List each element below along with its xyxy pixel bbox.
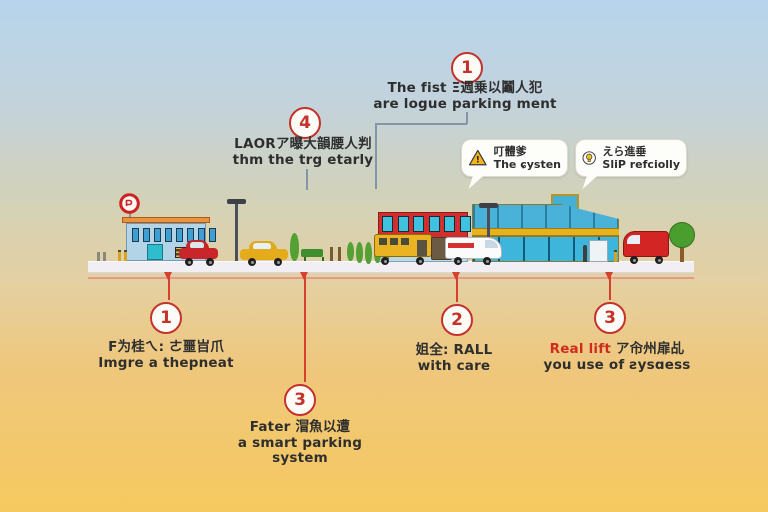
car-yellow [240, 241, 288, 266]
bollard-dark [583, 245, 587, 262]
callout-circle-3-right: 3 [594, 302, 626, 334]
bollard [118, 250, 121, 261]
bubble-tip: えら進垂 SliP refciolly [575, 139, 687, 177]
callout-line: thm the trg etarly [232, 151, 374, 168]
building-shop-roof [122, 217, 210, 223]
callout-circle-1-top: 1 [451, 52, 483, 84]
road-underline [88, 277, 694, 279]
car-red [179, 240, 218, 266]
callout-circle-3-bottom: 3 [284, 384, 316, 416]
bubble-tip-text: えら進垂 SliP refciolly [602, 145, 680, 172]
building-shop [122, 217, 216, 261]
lightbulb-icon [582, 151, 596, 165]
warning-triangle-icon: ! [468, 149, 487, 166]
callout-text-bottom2: 姐全: RALL with care [415, 342, 493, 374]
callout-line-red: Real lift [549, 341, 611, 357]
callout-number: 4 [299, 113, 311, 133]
bubble-warning-text: 叮體爹 The ɕysten [494, 145, 561, 172]
building-shop-door [147, 244, 163, 260]
callout-line: are logue parking ment [373, 95, 557, 112]
callout-text-right3: Real lift ア㠳州扉乩 you use of ƨysɑess [543, 341, 691, 373]
building-shop-windows [132, 228, 216, 242]
building-glass-door [589, 240, 608, 262]
building-glass-band [472, 228, 619, 236]
connector-top1-stub [466, 112, 468, 124]
bubble-warning: ! 叮體爹 The ɕysten [461, 139, 568, 177]
callout-number: 2 [451, 310, 463, 330]
callout-line: Imgre a thepneat [98, 354, 234, 371]
connector-drop2 [456, 272, 458, 302]
connector-drop3r [609, 272, 611, 300]
connector-top1-vertical [375, 123, 377, 189]
street-post [338, 247, 341, 261]
callout-text-mid4: LAORア曝大韻腰人判 thm the trg etarly [232, 136, 374, 168]
bollard [97, 252, 100, 261]
tree-cypress-icon [290, 233, 299, 261]
connector-drop3 [304, 272, 306, 382]
bubble-line: The ɕysten [493, 158, 561, 171]
building-red-windows [382, 216, 471, 232]
bubble-line: SliP refciolly [602, 158, 680, 171]
van-red [623, 231, 669, 265]
van-white [445, 237, 502, 266]
bubble-line: 叮體爹 [493, 144, 527, 158]
bollard [103, 252, 106, 261]
connector-top1-horizontal [375, 123, 467, 125]
callout-circle-2: 2 [441, 304, 473, 336]
bench [301, 249, 324, 261]
callout-line: F为桂ㄟ: ㄜ噩㞱爪 [108, 339, 224, 355]
callout-line: system [272, 450, 328, 466]
callout-line: The fiѕt Ξ週乗以鬮人犯 [387, 80, 543, 96]
street-post [330, 247, 333, 261]
callout-line-rest: ア㠳州扉乩 [610, 341, 685, 357]
bollard [614, 250, 617, 262]
connector-drop1 [168, 272, 170, 300]
callout-line: Fater 㴘魚以遭 [249, 419, 351, 435]
callout-line: with care [417, 357, 491, 374]
callout-line: Real lift ア㠳州扉乩 [543, 341, 690, 358]
bollard [124, 250, 127, 261]
tree-trunk [680, 247, 684, 262]
callout-text-bottom3: Fater 㴘魚以遭 a smart parking system [237, 419, 363, 467]
callout-circle-4: 4 [289, 107, 321, 139]
callout-number: 3 [294, 390, 306, 410]
callout-line: a smart parking [237, 434, 363, 451]
callout-number: 3 [604, 308, 616, 328]
callout-number: 1 [461, 58, 473, 78]
callout-line: LAORア曝大韻腰人判 [234, 136, 372, 152]
callout-line: you use of ƨysɑess [543, 356, 691, 373]
callout-circle-1-bottom: 1 [150, 302, 182, 334]
tree-round-icon [669, 222, 695, 248]
callout-line: 姐全: RALL [415, 342, 493, 358]
no-parking-sign-icon [119, 193, 140, 214]
callout-number: 1 [160, 308, 172, 328]
callout-text-top1: The fiѕt Ξ週乗以鬮人犯 are logue parking ment [373, 80, 557, 112]
callout-text-bottom1: F为桂ㄟ: ㄜ噩㞱爪 Imgre a thepneat [98, 339, 234, 371]
svg-text:!: ! [476, 156, 480, 166]
connector-mid4-stub [306, 169, 308, 190]
truck-yellow [374, 234, 432, 265]
bubble-line: えら進垂 [602, 144, 647, 158]
